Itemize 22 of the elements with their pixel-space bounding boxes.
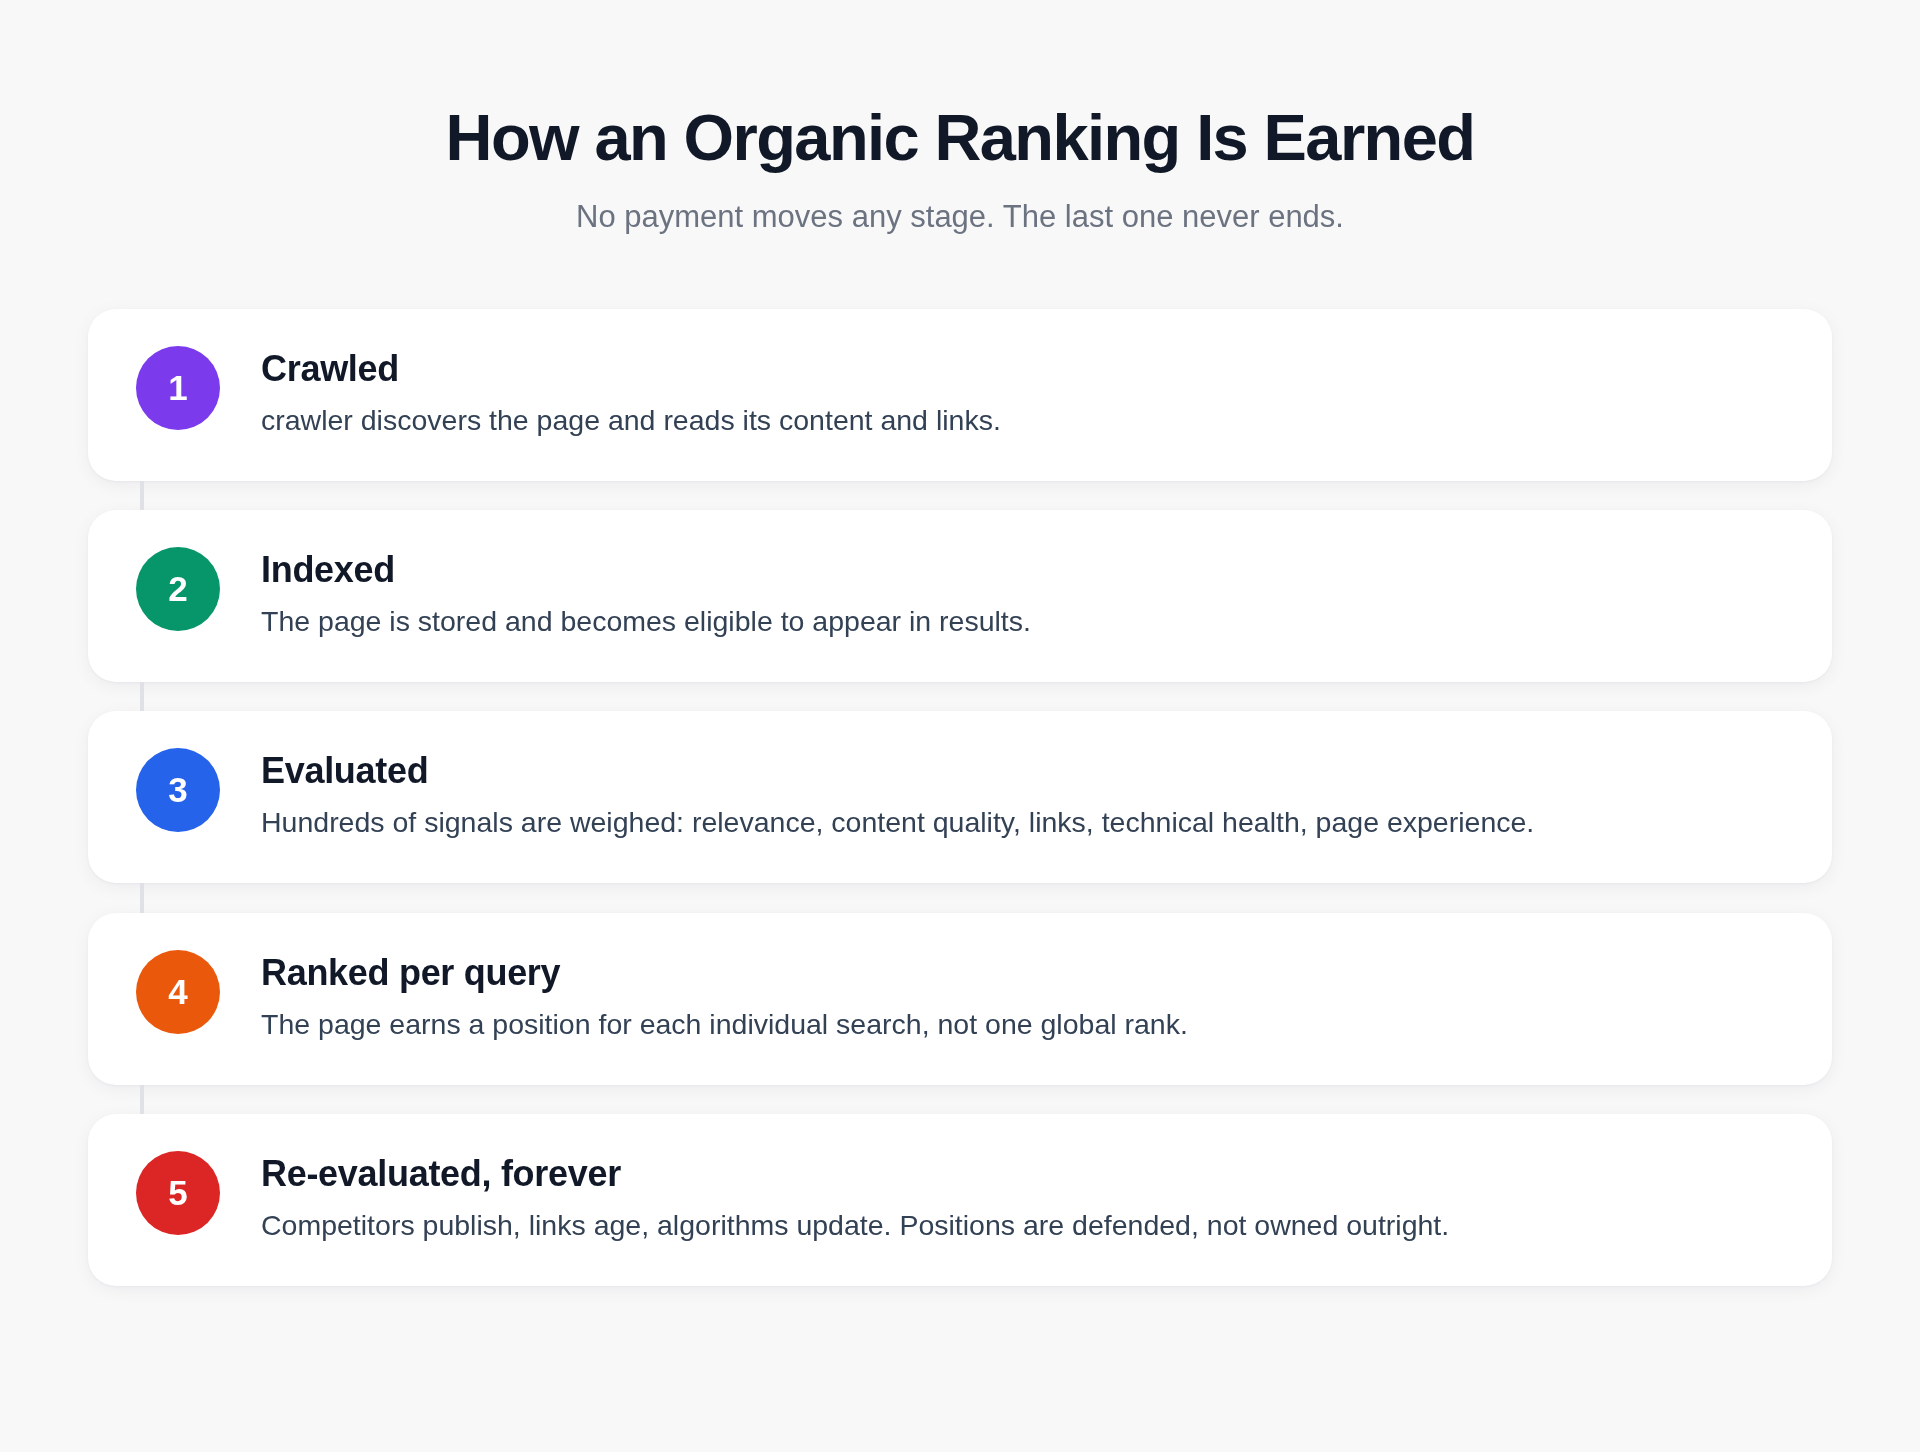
step-description: Competitors publish, links age, algorithms update. Positions are defended, not owned outright. [261,1208,1450,1243]
step-title: Evaluated [261,750,429,792]
step-number-badge: 1 [136,346,220,430]
step-card [88,913,1832,1085]
step-description: crawler discovers the page and reads its content and links. [261,403,1001,438]
step-title: Ranked per query [261,952,561,994]
step-title: Indexed [261,549,395,591]
step-description: The page earns a position for each individual search, not one global rank. [261,1007,1188,1042]
step-card [88,711,1832,883]
step-description: Hundreds of signals are weighed: relevance, content quality, links, technical health, page experience. [261,805,1535,840]
step-number-badge: 4 [136,950,220,1034]
step-card [88,1114,1832,1286]
step-title: Crawled [261,348,399,390]
title: How an Organic Ranking Is Earned [445,102,1475,174]
step-card [88,510,1832,682]
subtitle: No payment moves any stage. The last one never ends. [576,198,1344,236]
step-number-badge: 2 [136,547,220,631]
step-number-badge: 5 [136,1151,220,1235]
step-description: The page is stored and becomes eligible to appear in results. [261,604,1031,639]
step-number-badge: 3 [136,748,220,832]
step-title: Re-evaluated, forever [261,1153,621,1195]
step-card [88,309,1832,481]
